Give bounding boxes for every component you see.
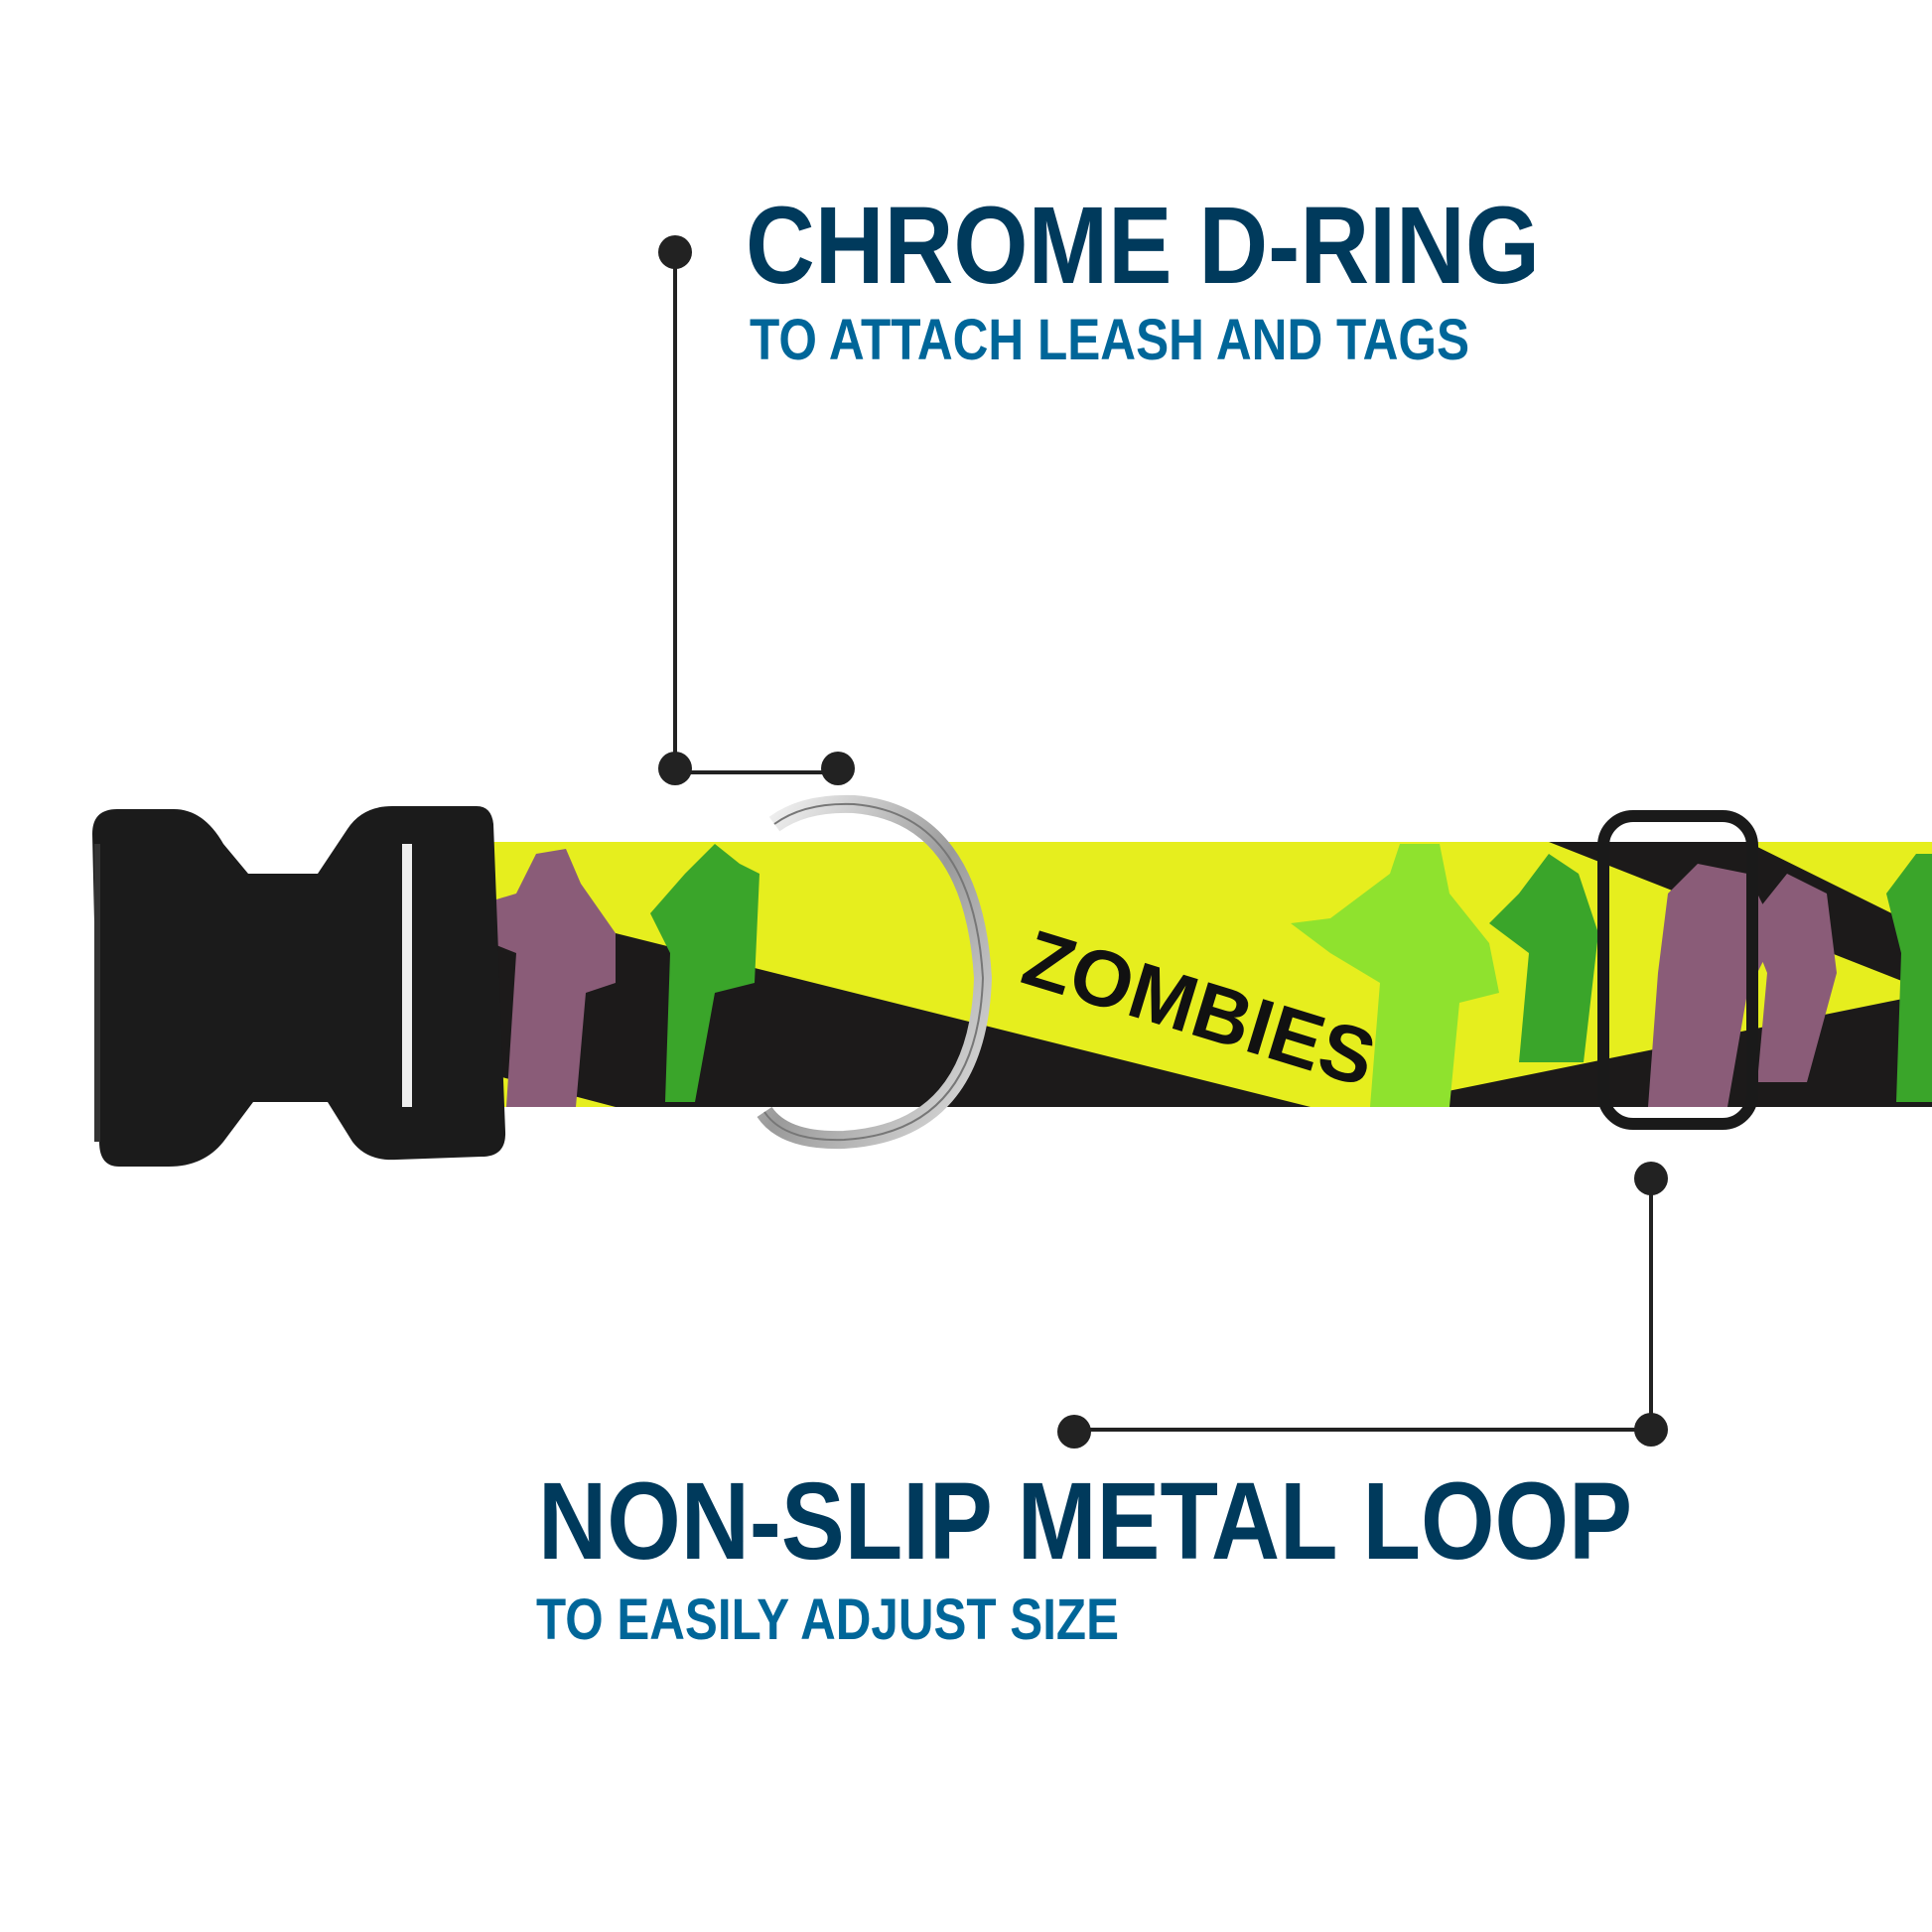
leader-dot <box>1634 1162 1668 1195</box>
chrome-d-ring[interactable] <box>757 794 993 1150</box>
metal-slide-loop[interactable] <box>1597 810 1758 1130</box>
leader-dot <box>821 752 855 785</box>
d-ring-subtitle: TO ATTACH LEASH AND TAGS <box>750 308 1469 372</box>
d-ring-leader <box>658 235 855 785</box>
loop-subtitle: TO EASILY ADJUST SIZE <box>536 1587 1119 1652</box>
loop-title: NON-SLIP METAL LOOP <box>538 1460 1632 1583</box>
zombie-silhouettes <box>437 844 1932 1107</box>
leader-dot <box>658 752 692 785</box>
leader-dot <box>658 235 692 269</box>
loop-leader <box>1057 1162 1668 1449</box>
leader-dot <box>1057 1415 1091 1449</box>
d-ring-title: CHROME D-RING <box>746 185 1540 307</box>
leader-dot <box>1634 1413 1668 1447</box>
side-release-buckle[interactable] <box>92 806 506 1167</box>
collar-strap: ZOMBIES <box>407 842 1932 1107</box>
